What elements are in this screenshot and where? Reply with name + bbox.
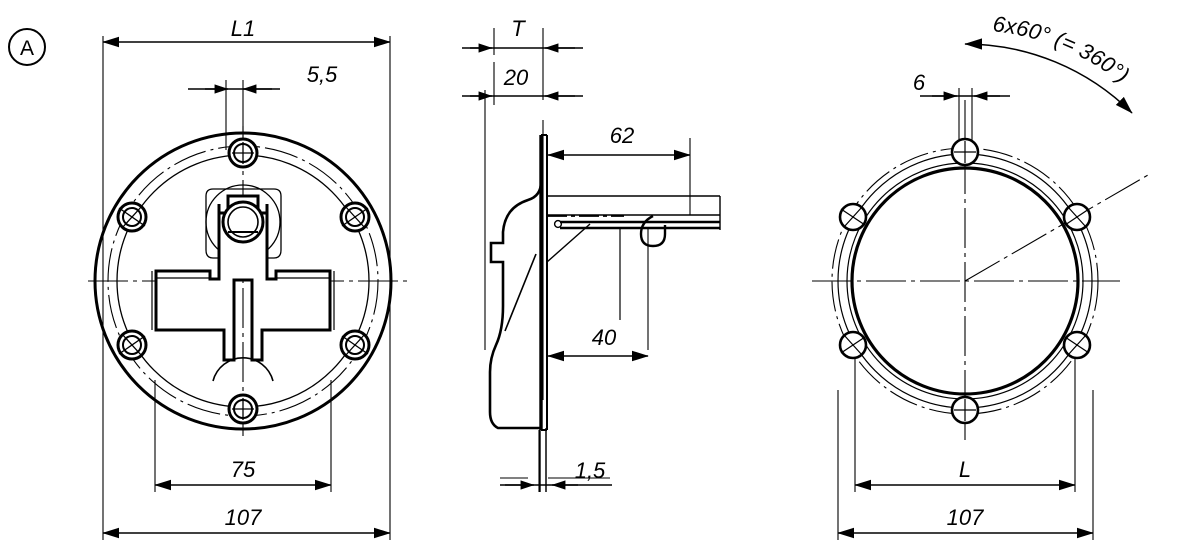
dim-label-t: T — [511, 16, 526, 41]
latch-mechanism — [546, 195, 721, 320]
dimension-l: L — [854, 457, 1076, 491]
dim-label-1-5: 1,5 — [575, 458, 606, 483]
rear-hole-upper-left — [838, 202, 868, 232]
screw-hole-upper-left — [116, 201, 148, 233]
view-balloon-a: A — [8, 28, 46, 66]
dim-label-6: 6 — [913, 70, 926, 95]
screw-hole-lower-left — [116, 329, 148, 361]
rear-hole-lower-left — [838, 330, 868, 360]
dimension-40: 40 — [547, 325, 649, 362]
balloon-label: A — [20, 37, 34, 60]
dim-label-l: L — [959, 457, 971, 482]
t-handle-assembly — [151, 184, 335, 382]
pivot-inner-ring — [227, 206, 259, 238]
dimension-1-5: 1,5 — [500, 458, 612, 490]
latch-body-profile — [488, 137, 543, 430]
dim-label-62: 62 — [610, 123, 634, 148]
t-handle-body — [154, 194, 332, 362]
rear-screw-holes-group — [838, 137, 1092, 425]
dim-label-40: 40 — [592, 325, 617, 350]
mechanism-leader-line — [546, 223, 591, 263]
wing-side-edge — [151, 271, 335, 330]
dim-label-l1: L1 — [231, 16, 255, 41]
bottom-relief-arc — [212, 357, 274, 382]
dimension-107-rear: 107 — [837, 505, 1094, 539]
screw-hole-upper-right — [339, 201, 371, 233]
dimension-5-5: 5,5 — [188, 62, 338, 94]
latch-profile-outline — [488, 137, 543, 430]
dim-label-75: 75 — [231, 457, 256, 482]
balloon-circle — [8, 28, 46, 66]
rear-angular-centerline — [964, 174, 1149, 282]
rear-hole-upper-right — [1062, 202, 1092, 232]
side-view-extension-lines — [484, 28, 691, 492]
screw-holes-group — [116, 137, 371, 425]
section-break-line — [504, 253, 537, 332]
dim-label-107-front: 107 — [225, 505, 262, 530]
dim-arc-6x60 — [964, 38, 1133, 114]
front-view: L1 5,5 75 107 — [88, 16, 412, 540]
hook-shape — [639, 214, 667, 248]
mechanism-pivot-hole — [553, 219, 563, 229]
rear-hole-lower-right — [1062, 330, 1092, 360]
dimension-107-front: 107 — [102, 505, 391, 539]
rear-hole-top — [950, 137, 980, 167]
dim-label-5-5: 5,5 — [307, 62, 338, 87]
dim-label-107-rear: 107 — [947, 505, 984, 530]
dimension-75: 75 — [154, 457, 332, 491]
dimension-l1: L1 — [102, 16, 391, 48]
screw-hole-bottom — [227, 393, 259, 425]
screw-hole-top — [227, 137, 259, 169]
rear-hole-bottom — [950, 395, 980, 425]
side-section-view: T 20 62 40 1,5 — [462, 16, 721, 492]
dim-label-20: 20 — [503, 65, 529, 90]
dimension-20: 20 — [462, 65, 583, 101]
dimension-t: T — [462, 16, 583, 53]
plate-tail — [539, 428, 547, 492]
break-diagonal — [504, 253, 537, 332]
dimension-62: 62 — [547, 123, 691, 161]
handle-backplate — [205, 188, 282, 259]
screw-hole-lower-right — [339, 329, 371, 361]
